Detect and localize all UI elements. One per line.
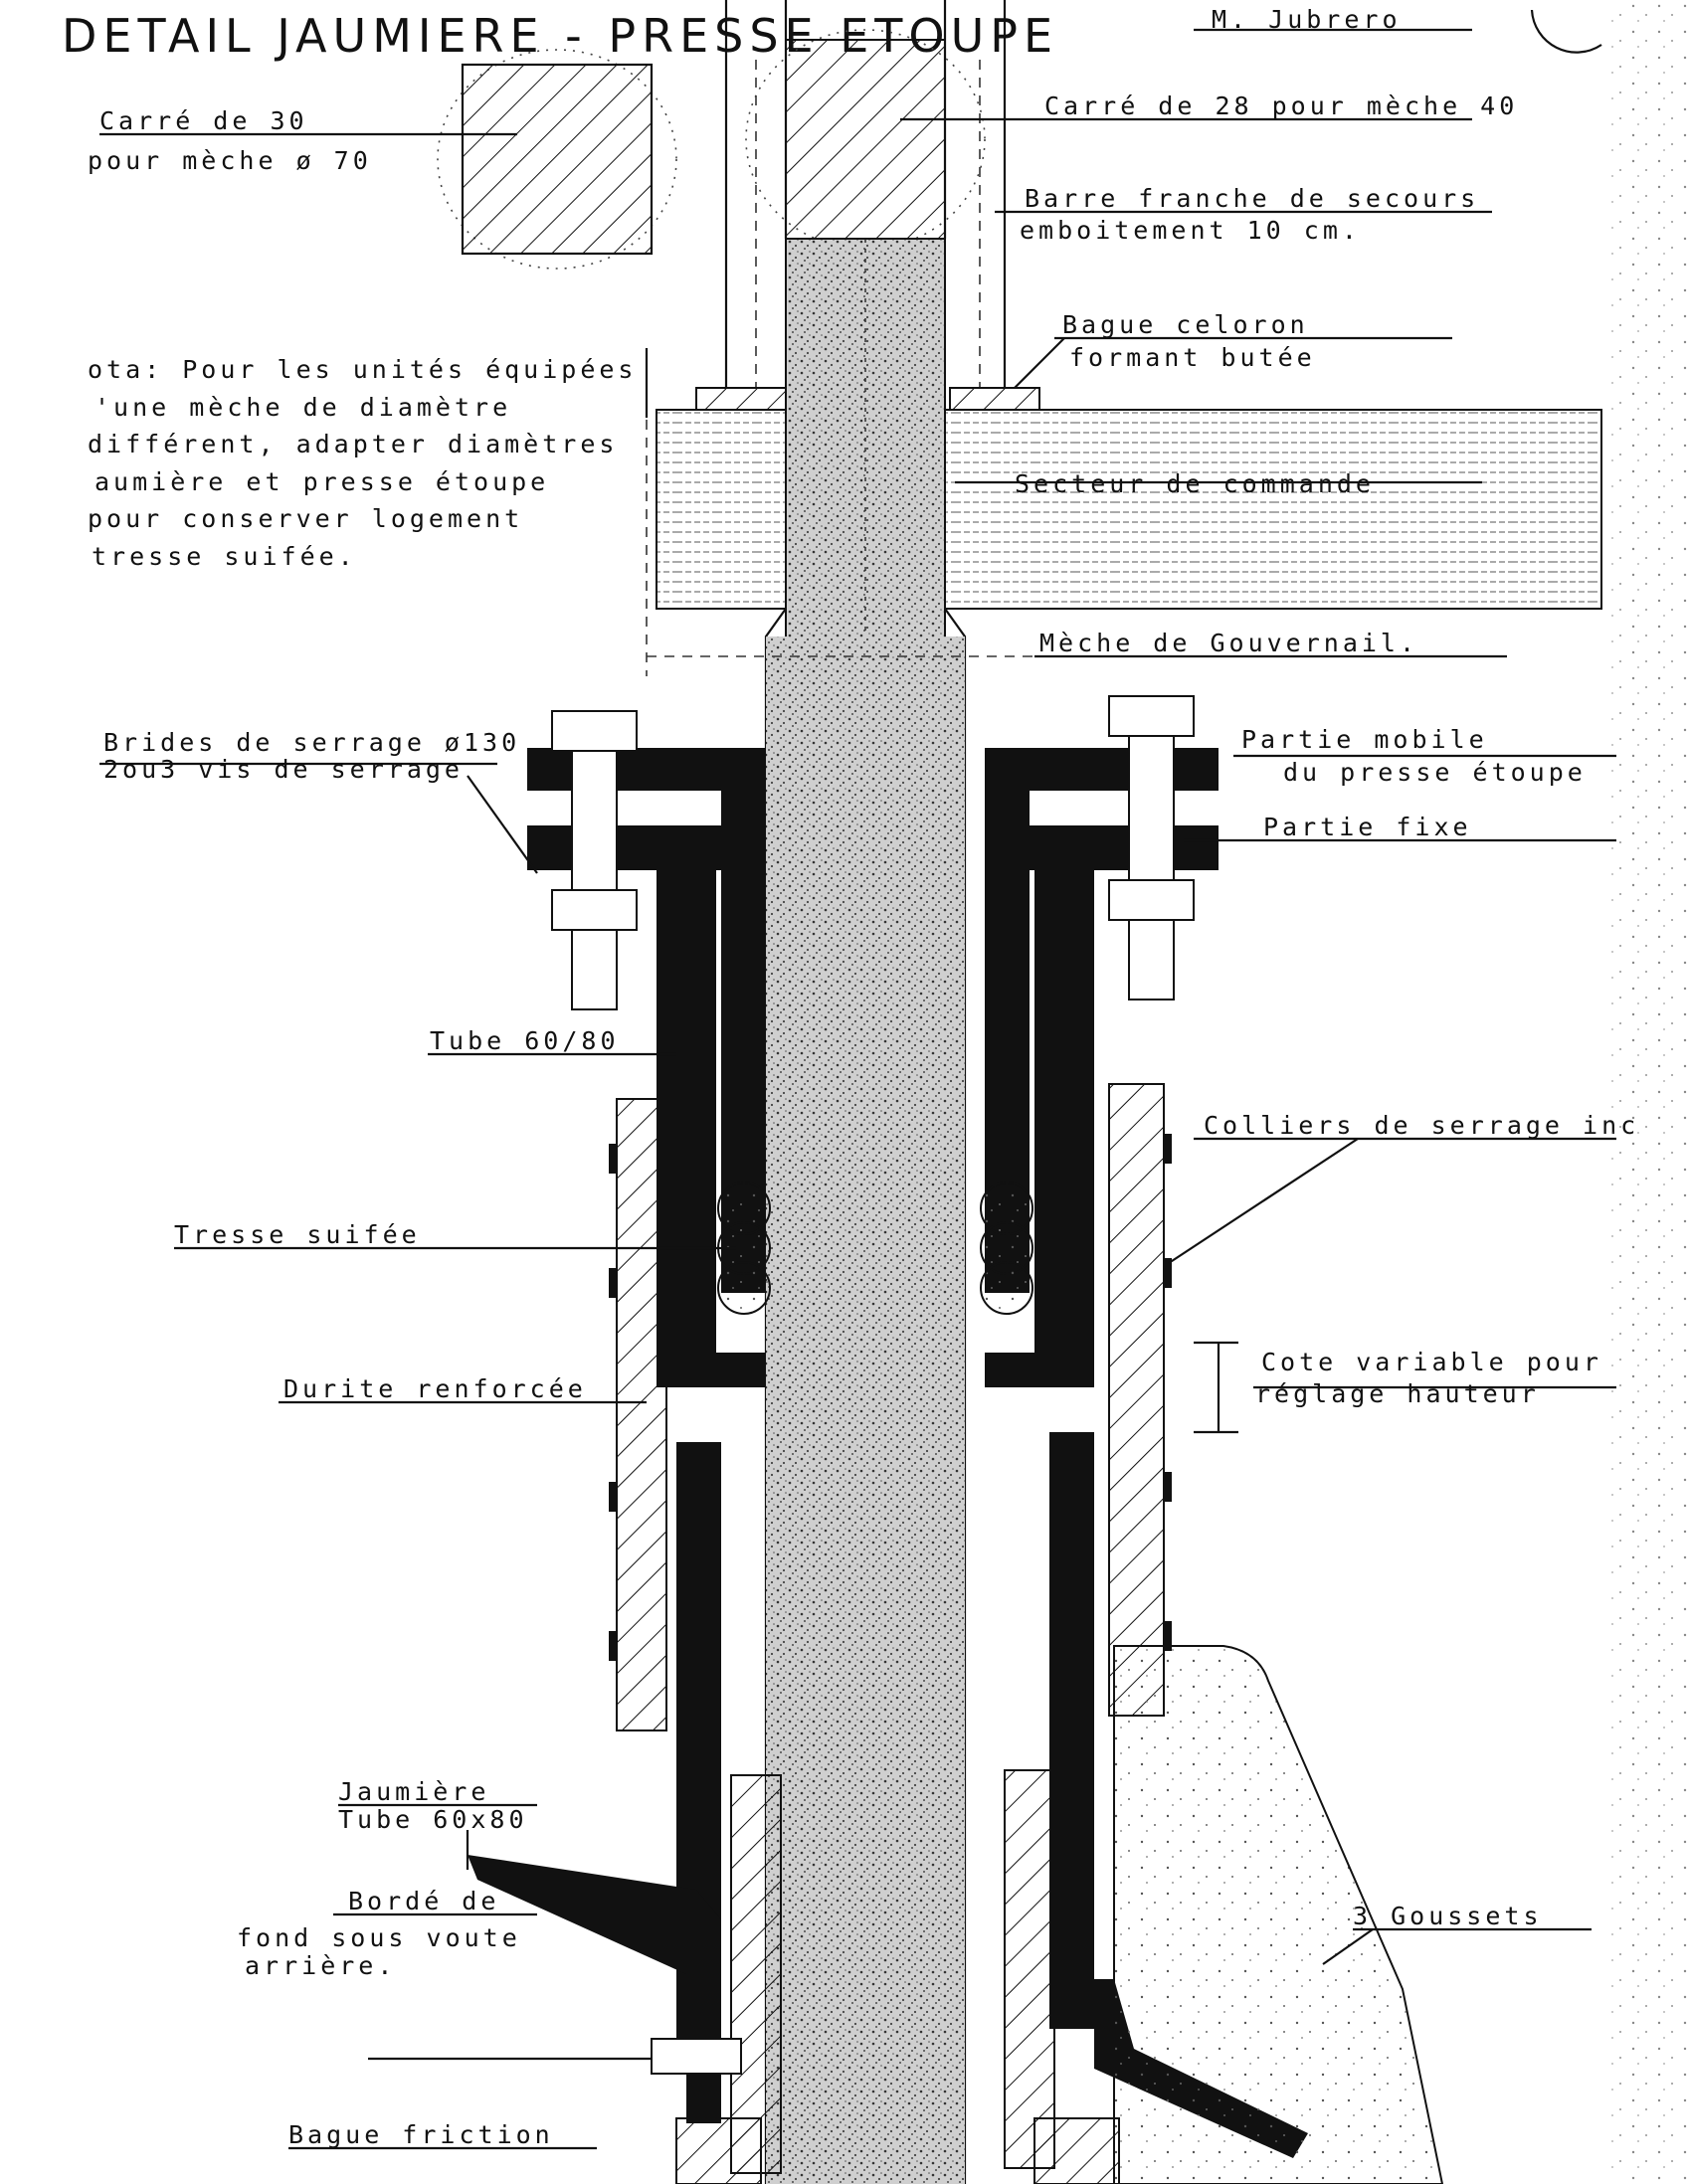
friction-ring-right [1004,1769,1055,2169]
label-goussets: 3 Goussets [1353,1902,1543,1930]
scan-noise-edge [1611,0,1689,2184]
set-screw-body [686,2074,721,2123]
label-partie-mobile-a: Partie mobile [1241,725,1488,754]
label-partie-mobile-b: du presse étoupe [1283,758,1587,787]
label-partie-fixe: Partie fixe [1263,813,1472,841]
label-carre28: Carré de 28 pour mèche 40 [1044,91,1518,120]
note-line-3: différent, adapter diamètres [88,430,618,458]
label-barre-a: Barre franche de secours [1025,184,1479,213]
label-borde-c: arrière. [245,1951,396,1980]
label-borde-a: Bordé de [348,1887,499,1915]
label-carre30-a: Carré de 30 [99,106,308,135]
label-borde-b: fond sous voute [237,1923,521,1952]
rudder-stock-lower [766,637,965,2184]
label-meche: Mèche de Gouvernail. [1039,629,1418,657]
sheet-circle [1530,9,1602,54]
bolt-nut-left [551,889,638,931]
label-barre-b: emboitement 10 cm. [1020,216,1361,245]
packing-left [717,1182,771,1315]
square30-section [461,63,654,256]
label-brides-b: 2ou3 vis de serrage [103,755,464,784]
friction-bottom-left [675,2117,762,2184]
hose-right [1108,1083,1165,1717]
gusset-area [1113,1645,1444,2184]
friction-bottom-right [1033,2117,1120,2184]
square28-insert [785,39,946,240]
hose-clamps [609,1134,1172,1661]
bolt-shank-left [571,750,618,1010]
label-secteur: Secteur de commande [1015,469,1375,498]
square30-outline-circle [437,49,677,270]
friction-ring-left [730,1774,782,2174]
hull-plate-left [468,1855,721,2098]
label-bague-friction: Bague friction [288,2120,554,2149]
note-line-5: pour conserver logement [88,504,523,533]
label-tresse: Tresse suifée [174,1220,421,1249]
gland-fixed-flange-right [985,825,1219,870]
label-bague-celoron-a: Bague celoron [1062,310,1309,339]
set-screw [651,2038,742,2075]
label-brides-a: Brides de serrage ø130 [103,728,520,757]
note-block: ota: Pour les unités équipées 'une mèche… [88,355,638,571]
celoron-ring-right [949,387,1040,411]
hose-left [616,1098,667,1731]
note-line-2: 'une mèche de diamètre [94,393,511,422]
author-label: M. Jubrero [1212,5,1402,34]
label-bague-celoron-b: formant butée [1069,343,1316,372]
note-line-4: aumière et presse étoupe [94,467,549,496]
gland-fixed-flange-left [527,825,766,870]
bolt-shank-right [1128,735,1175,1001]
packing-right [980,1182,1033,1315]
label-cote-b: réglage hauteur [1255,1379,1540,1408]
label-jaumiere-b: Tube 60x80 [338,1805,528,1834]
label-cote-a: Cote variable pour [1261,1348,1602,1376]
note-line-1: ota: Pour les unités équipées [88,355,638,384]
gland-fixed-body-left [657,870,766,1387]
height-dimension [1194,1341,1238,1434]
bolt-head-left [551,710,638,752]
label-carre30-b: pour mèche ø 70 [88,146,372,175]
celoron-ring-left [695,387,787,411]
label-tube-6080: Tube 60/80 [430,1026,620,1055]
gland-fixed-body-right [985,870,1094,1387]
label-jaumiere-a: Jaumière [338,1777,489,1806]
label-durite: Durite renforcée [283,1374,587,1403]
bolt-head-right [1108,695,1195,737]
label-colliers: Colliers de serrage inc [1204,1111,1639,1140]
leader-lines [99,117,1616,2150]
jaumiere-tube-right [1049,1432,1094,2029]
bolt-nut-right [1108,879,1195,921]
note-line-6: tresse suifée. [92,542,357,571]
